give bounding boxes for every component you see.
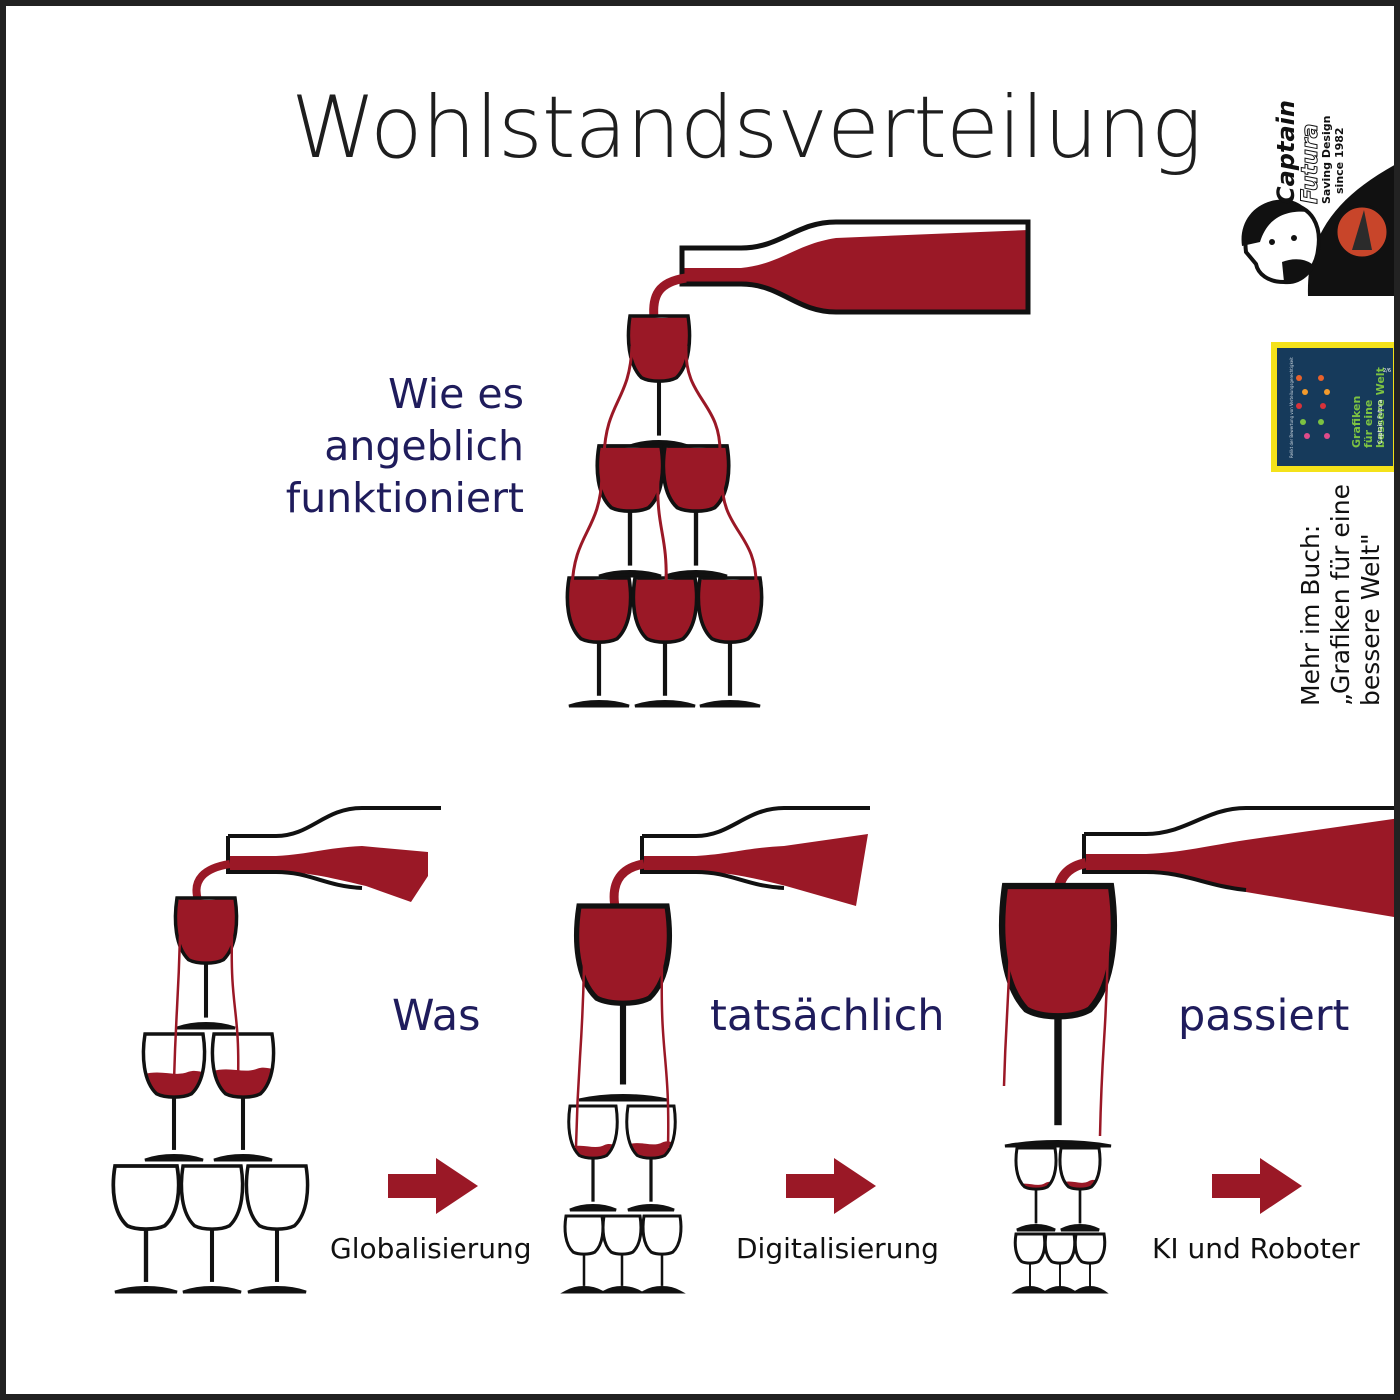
book-reference-line-3: bessere Welt"	[1356, 533, 1385, 706]
top-bottle	[649, 219, 1031, 319]
reality-word-1: Was	[392, 991, 481, 1041]
top-bottle-outline	[679, 219, 1031, 315]
top-tower	[565, 314, 764, 708]
brand-wordmark: Captain Futura Saving Design since 1982	[1236, 100, 1394, 216]
tower1-glass-top	[173, 896, 239, 1030]
book-cover[interactable]: Relikt der Bewertung von Verteilungsgere…	[1271, 342, 1394, 472]
tower3-drip-1	[1002, 945, 1012, 1087]
tower2-drip-1	[574, 965, 586, 1149]
tower1-glass-bottom-3	[244, 1164, 310, 1294]
book-reference-line-1: Mehr im Buch:	[1296, 524, 1325, 706]
brand-tagline-2: since 1982	[1333, 127, 1346, 194]
tower1-glass-top-wine	[175, 898, 237, 964]
top-glass-4-wine	[567, 578, 631, 643]
step-label-ki-roboter: KI und Roboter	[1152, 1232, 1360, 1265]
tower3-glass-mid-right	[1058, 1146, 1102, 1232]
page-title: Wohlstandsverteilung	[291, 78, 1202, 178]
top-drip-1	[602, 345, 634, 457]
top-drip-5	[720, 475, 758, 589]
tower2-glass-mid-left	[567, 1104, 619, 1212]
book-reference-line-2: „Grafiken für eine	[1326, 484, 1355, 706]
bottom-tower-2	[560, 903, 686, 1294]
top-glass-3-wine	[663, 446, 729, 512]
tower3-glass-mid-left	[1014, 1146, 1058, 1232]
arrow-ki-roboter	[1212, 1158, 1302, 1214]
bottom-tower-3	[999, 882, 1117, 1294]
tower1-glass-mid-left	[141, 1032, 207, 1162]
tower3-glass-mid-right-wine	[1059, 1179, 1101, 1190]
tower1-glass-bottom-2	[179, 1164, 245, 1294]
bottom-tower-1	[111, 896, 310, 1294]
captain-futura-logo	[1241, 165, 1394, 296]
tower3-glass-bottom-2	[1041, 1232, 1079, 1294]
top-glass-4	[565, 576, 633, 708]
claim-line-3: funktioniert	[285, 474, 524, 522]
tower3-glass-top	[999, 882, 1117, 1148]
bottom-bottle-1	[192, 806, 441, 902]
top-glass-2	[595, 444, 665, 578]
brand-name-top: Captain	[1272, 100, 1300, 204]
top-glass-5	[631, 576, 699, 708]
tower2-glass-top-wine	[576, 906, 670, 1004]
step-label-digitalisierung: Digitalisierung	[736, 1232, 939, 1265]
tower2-glass-mid-left-wine	[568, 1144, 618, 1159]
book-badge: 2/6	[1383, 368, 1392, 374]
claim-line-2: angeblich	[324, 422, 524, 470]
reality-word-3: passiert	[1178, 991, 1350, 1041]
book-cover-art	[1296, 375, 1330, 439]
claim-line-1: Wie es	[388, 370, 524, 418]
tower1-drip-2	[230, 935, 240, 1082]
tower2-glass-bottom-3	[638, 1214, 686, 1294]
step-label-globalisierung: Globalisierung	[330, 1232, 532, 1265]
arrow-digitalisierung	[786, 1158, 876, 1214]
top-glass-1-wine	[628, 316, 690, 382]
tower3-glass-mid-left-wine	[1015, 1181, 1057, 1190]
arrow-globalisierung	[388, 1158, 478, 1214]
top-glass-2-wine	[597, 446, 663, 512]
tower1-glass-bottom-1	[111, 1164, 181, 1294]
top-bottle-wine	[682, 230, 1028, 312]
top-glass-1	[626, 314, 692, 448]
tower3-drip-2	[1098, 945, 1110, 1137]
top-glass-3	[661, 444, 731, 578]
bottom-bottle-2	[609, 806, 870, 914]
top-pour-stream	[649, 273, 687, 319]
tower1-glass-mid-right	[210, 1032, 276, 1162]
tower3-glass-top-wine	[1002, 886, 1114, 1017]
top-glass-5-wine	[633, 578, 697, 643]
claim-heading: Wie es angeblich funktioniert	[286, 368, 524, 524]
top-drip-2	[684, 345, 722, 457]
tower2-glass-bottom-2	[598, 1214, 646, 1294]
top-glass-6	[696, 576, 764, 708]
book-reference[interactable]: Mehr im Buch: „Grafiken für eine bessere…	[1296, 484, 1386, 706]
tower3-glass-bottom-3	[1071, 1232, 1109, 1294]
tower2-glass-mid-right	[625, 1104, 677, 1212]
book-subtitle: Relikt der Bewertung von Verteilungsgere…	[1289, 357, 1294, 458]
tower1-drip-1	[172, 935, 182, 1082]
illustration-layer	[111, 165, 1394, 1294]
top-drip-3	[570, 475, 604, 589]
tower3-glass-bottom-1	[1011, 1232, 1049, 1294]
book-author: Captain Futura	[1377, 399, 1384, 444]
tower2-glass-bottom-1	[560, 1214, 608, 1294]
tower2-glass-top	[574, 903, 672, 1102]
tower2-drip-2	[660, 965, 670, 1149]
reality-word-2: tatsächlich	[710, 991, 945, 1041]
top-glass-6-wine	[698, 578, 762, 643]
top-drip-4	[656, 475, 668, 589]
brand-tagline-1: Saving Design	[1320, 115, 1333, 204]
